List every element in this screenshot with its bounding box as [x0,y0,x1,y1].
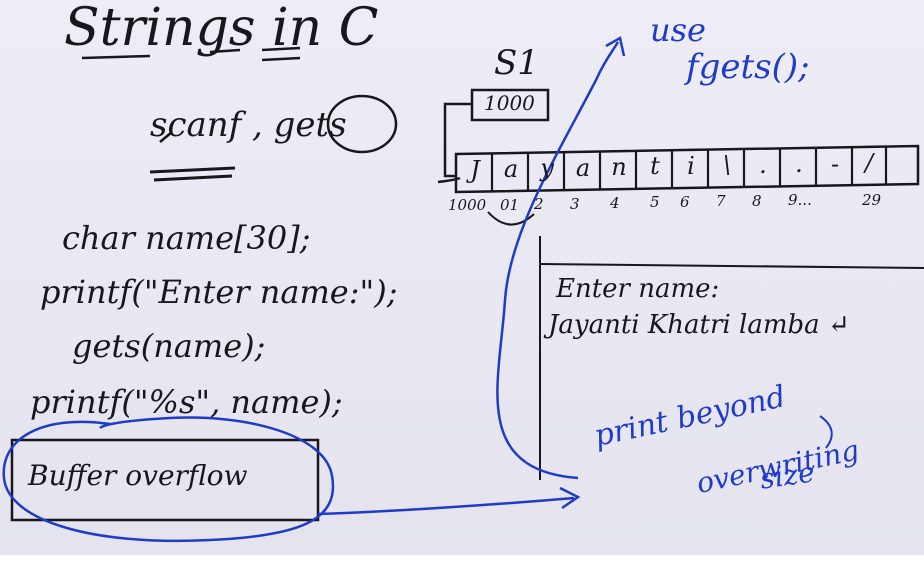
array-cell: y [540,154,554,182]
array-cell: \ [722,151,732,179]
array-index: 5 [650,193,660,211]
title: Strings in C [64,0,379,58]
array-cell: a [503,155,519,183]
array-cell: t [650,152,660,180]
array-index: 01 [500,196,520,214]
array-name: S1 [494,43,539,83]
array-address: 1000 [484,91,535,115]
array-cell: . [759,151,767,179]
buffer-overflow-label: Buffer overflow [28,459,248,492]
code-line-printf-output: printf("%s", name); [30,383,343,421]
array-cell: - [830,150,840,178]
array-cell: a [575,154,591,182]
console-input: Jayanti Khatri lamba ↵ [548,310,850,340]
array-index: 1000 [448,196,487,214]
note-fgets: fgets(); [686,47,810,87]
array-cell: / [864,149,874,177]
code-line-declaration: char name[30]; [62,219,311,257]
array-cell: i [687,152,695,180]
array-index: 9... [788,191,812,209]
console-prompt: Enter name: [556,274,720,304]
array-cell-dividers [490,146,888,191]
array-cell: . [795,150,803,178]
array-index: 6 [680,193,690,211]
array-index: 4 [610,194,620,212]
array-cell: J [470,156,480,184]
array-index: 29 [862,191,882,209]
array-index: 2 [534,195,544,213]
input-functions: scanf , gets [150,105,347,145]
note-use: use [650,11,706,49]
array-index: 7 [716,192,726,210]
array-index: 3 [570,195,580,213]
array-index: 8 [752,192,762,210]
code-line-printf-prompt: printf("Enter name:"); [40,273,398,311]
code-line-gets: gets(name); [72,327,266,365]
array-cell: n [611,153,627,181]
